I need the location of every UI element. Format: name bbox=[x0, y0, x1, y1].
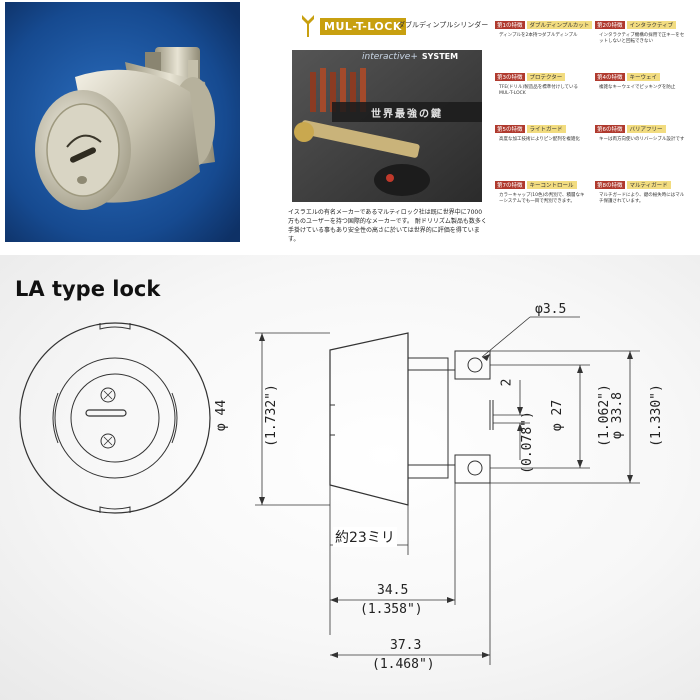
brand-logo-text: MUL-T-LOCK bbox=[320, 17, 406, 35]
feature-card: 第8の特徴マルティガード マルチガードにより、鍵の紛失時にはマルチ保護されていま… bbox=[595, 181, 685, 204]
dim-37-3: 37.3 bbox=[390, 638, 422, 653]
feature-card: 第5の特徴ライトガード 高度な加工技術によりピン配列を複雑化 bbox=[495, 125, 580, 142]
dim-37-3-inch: (1.468") bbox=[372, 657, 435, 672]
promo-image: interactive+SYSTEM 世界最強の鍵 bbox=[292, 50, 482, 202]
feature-card: 第1の特徴ダブルディンプルカット ディンプルを2本持つダブルディンプル bbox=[495, 21, 593, 71]
key-illustration bbox=[294, 120, 420, 158]
feature-card: 第6の特徴バリアフリー キーは両方向使いのリバーシブル設計です bbox=[595, 125, 685, 142]
feature-card: 第3の特徴プロテクター TFE(ドリル)製造品を標準付けしているMUL-T-LO… bbox=[495, 73, 579, 96]
brochure: MUL-T-LOCK ダブルディンプルシリンダー bbox=[280, 5, 692, 250]
dim-phi-33-8-inch: (1.330") bbox=[648, 384, 664, 447]
dim-2-inch: (0.078") bbox=[519, 411, 535, 474]
promo-description: イスラエルの有名メーカーであるマルティロック社は既に世界中に7000万ものユーザ… bbox=[288, 209, 487, 243]
dim-phi-3-5: φ3.5 bbox=[535, 302, 567, 317]
dim-34-5-inch: (1.358") bbox=[360, 602, 423, 617]
product-photo bbox=[5, 2, 240, 242]
dim-phi-44-inch: (1.732") bbox=[263, 384, 279, 447]
keyway-icon bbox=[66, 134, 102, 184]
brand-logo: MUL-T-LOCK bbox=[300, 13, 406, 39]
front-view bbox=[19, 322, 211, 514]
side-view bbox=[329, 332, 494, 506]
key-icon bbox=[302, 15, 314, 37]
pin-icons bbox=[310, 68, 366, 112]
key-fob-icon bbox=[374, 164, 430, 196]
promo-brand: interactive+SYSTEM bbox=[362, 52, 459, 62]
dim-34-5: 34.5 bbox=[377, 583, 409, 598]
promo-banner: 世界最強の鍵 bbox=[332, 102, 482, 122]
feature-card: 第4の特徴キーウェイ 複雑なキーウェイでピッキングを防止 bbox=[595, 73, 676, 90]
drawing-lines bbox=[19, 316, 640, 665]
drawing-title: LA type lock bbox=[15, 277, 161, 301]
dimension-arrows bbox=[259, 333, 633, 658]
dim-phi-33-8: φ 33.8 bbox=[609, 392, 625, 439]
dim-2: 2 bbox=[499, 378, 515, 387]
technical-drawing: LA type lock φ3.5 φ 44 (1.732") 2 (0.078… bbox=[0, 255, 700, 700]
dim-phi-27: φ 27 bbox=[550, 399, 566, 432]
feature-card: 第7の特徴キーコントロール カラーキャップ(10色)の判別で、積層なキーシステム… bbox=[495, 181, 585, 204]
brand-subtitle: ダブルディンプルシリンダー bbox=[398, 21, 489, 29]
dim-phi-44: φ 44 bbox=[214, 399, 230, 432]
feature-card: 第2の特徴インタラクティブ インタラクティブ機構の採用で正キーをセットしないと回… bbox=[595, 21, 685, 44]
dim-approx-23mm: 約23ミリ bbox=[333, 527, 397, 547]
dimension-lines bbox=[255, 316, 640, 665]
